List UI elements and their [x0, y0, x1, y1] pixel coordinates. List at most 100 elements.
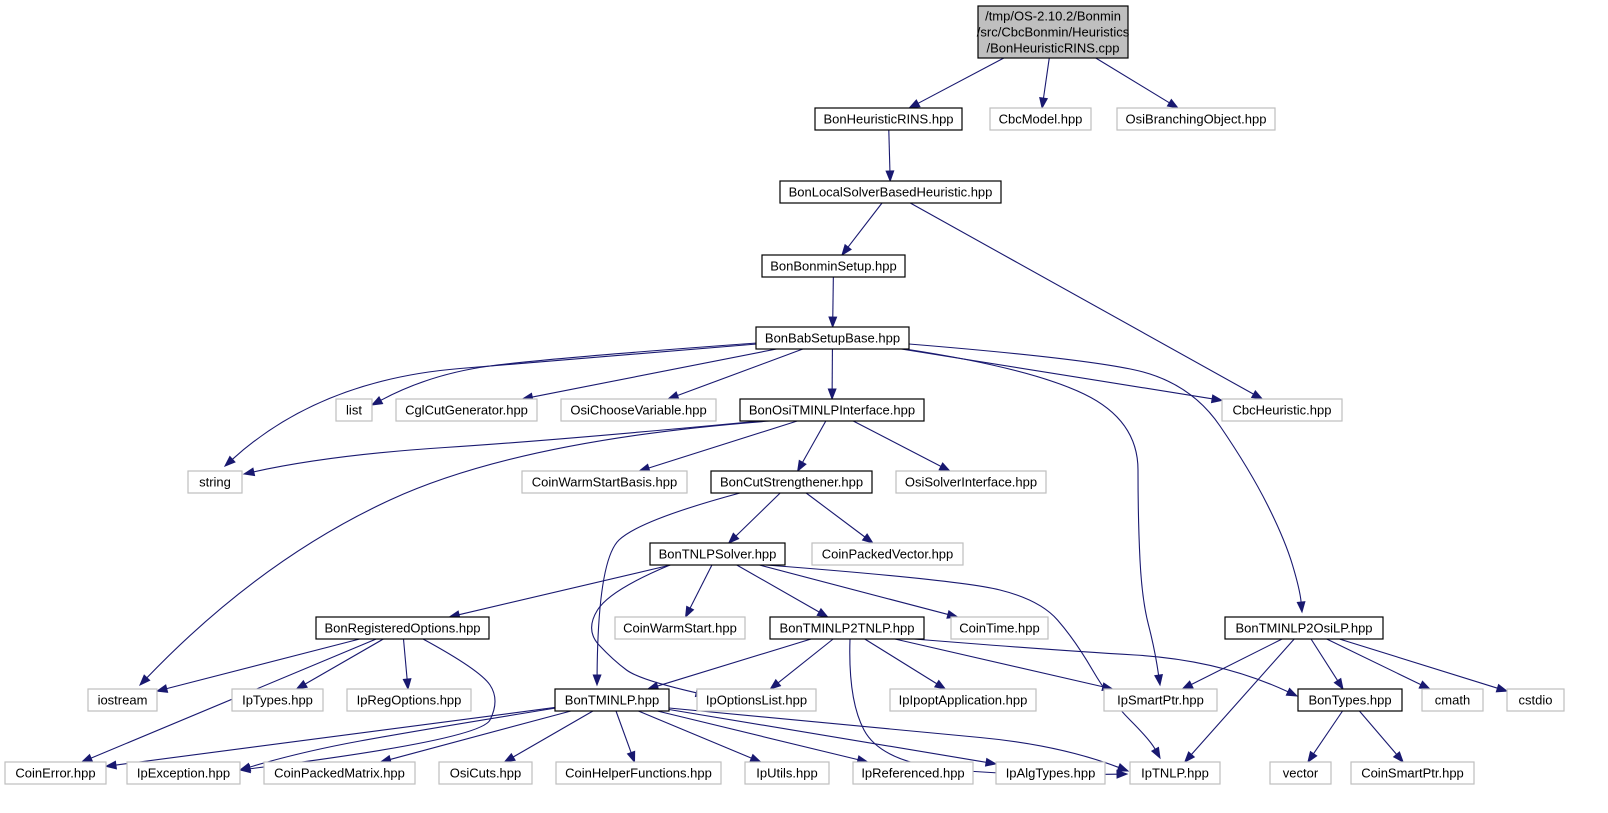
node-box: [555, 761, 722, 785]
file-node-coinsmartptr-hpp[interactable]: CoinSmartPtr.hpp: [1350, 761, 1475, 785]
node-label: CoinTime.hpp: [959, 621, 1039, 636]
edge-root-to-cbcModel: [1039, 57, 1050, 110]
node-box: [1224, 616, 1384, 640]
file-node-cbcmodel-hpp[interactable]: CbcModel.hpp: [989, 107, 1092, 131]
dependency-edges: [80, 57, 1509, 779]
edge-babSetup-to-cbcHeur: [901, 348, 1224, 404]
file-node-coinpackedvector-hpp[interactable]: CoinPackedVector.hpp: [811, 542, 964, 566]
edge-tminlp2osi-to-cstdio: [1339, 638, 1509, 693]
file-node-bontminlp2osilp-hpp[interactable]: BonTMINLP2OsiLP.hpp: [1224, 616, 1384, 640]
edge-tminlp2osi-to-ipTnlp: [1183, 638, 1295, 764]
node-box: [395, 398, 538, 422]
file-node-coinpackedmatrix-hpp[interactable]: CoinPackedMatrix.hpp: [263, 761, 416, 785]
file-node-bonbabsetupbase-hpp[interactable]: BonBabSetupBase.hpp: [755, 326, 910, 350]
node-box: [1221, 398, 1343, 422]
node-label: IpTNLP.hpp: [1141, 766, 1209, 781]
file-node-list[interactable]: list: [335, 398, 373, 422]
file-node-ipsmartptr-hpp[interactable]: IpSmartPtr.hpp: [1103, 688, 1218, 712]
node-label: CoinHelperFunctions.hpp: [565, 766, 712, 781]
file-node-coinwarmstartbasis-hpp[interactable]: CoinWarmStartBasis.hpp: [521, 470, 688, 494]
edge-rinsHpp-to-localSolver: [885, 129, 895, 183]
file-node-iostream[interactable]: iostream: [87, 688, 158, 712]
file-node-osisolverinterface-hpp[interactable]: OsiSolverInterface.hpp: [895, 470, 1047, 494]
edge-bonTypes-to-coinSmart: [1359, 710, 1404, 764]
edge-tminlp2tnlp-to-bonTypes: [913, 638, 1299, 697]
node-label: CbcHeuristic.hpp: [1233, 403, 1332, 418]
file-node-ipregoptions-hpp[interactable]: IpRegOptions.hpp: [346, 688, 472, 712]
file-node-ipexception-hpp[interactable]: IpException.hpp: [126, 761, 241, 785]
node-box: [852, 761, 974, 785]
node-label: vector: [1283, 766, 1319, 781]
node-label: IpIpoptApplication.hpp: [899, 693, 1028, 708]
file-node-coinhelperfunctions-hpp[interactable]: CoinHelperFunctions.hpp: [555, 761, 722, 785]
file-node-bonbonminsetup-hpp[interactable]: BonBonminSetup.hpp: [761, 254, 906, 278]
file-node-cglcutgenerator-hpp[interactable]: CglCutGenerator.hpp: [395, 398, 538, 422]
edge-babSetup-to-osiChoose: [666, 348, 804, 400]
node-box: [1103, 688, 1218, 712]
file-node-bonositminlpinterface-hpp[interactable]: BonOsiTMINLPInterface.hpp: [739, 398, 925, 422]
node-label: /tmp/OS-2.10.2/Bonmin: [985, 9, 1121, 24]
file-node-cbcheuristic-hpp[interactable]: CbcHeuristic.hpp: [1221, 398, 1343, 422]
node-box: [554, 688, 670, 712]
edge-root-to-rinsHpp: [908, 57, 1005, 109]
node-box: [696, 688, 817, 712]
node-box: [710, 470, 873, 494]
file-node-cointime-hpp[interactable]: CoinTime.hpp: [950, 616, 1049, 640]
edge-tminlp2osi-to-cmath: [1326, 638, 1432, 690]
node-box: [346, 688, 472, 712]
edge-regOpt-to-ipRegOpt: [402, 638, 412, 691]
file-nodes: /tmp/OS-2.10.2/Bonmin/src/CbcBonmin/Heur…: [4, 5, 1565, 785]
file-node-string[interactable]: string: [187, 470, 243, 494]
edge-tminlp2tnlp-to-ipSmart: [894, 638, 1114, 692]
file-node-osichoosevariable-hpp[interactable]: OsiChooseVariable.hpp: [560, 398, 717, 422]
node-box: [744, 761, 830, 785]
edge-cutStr-to-coinPackedVec: [805, 492, 874, 544]
file-node-iputils-hpp[interactable]: IpUtils.hpp: [744, 761, 830, 785]
node-box: [995, 761, 1106, 785]
file-node-osibranchingobject-hpp[interactable]: OsiBranchingObject.hpp: [1116, 107, 1276, 131]
file-node-ipreferenced-hpp[interactable]: IpReferenced.hpp: [852, 761, 974, 785]
edge-tminlp-to-ipAlgTypes: [668, 708, 998, 767]
node-box: [87, 688, 158, 712]
edge-regOpt-to-iostream: [155, 638, 360, 693]
file-node-bonlocalsolverbasedheuristic-hpp[interactable]: BonLocalSolverBasedHeuristic.hpp: [779, 180, 1002, 204]
edge-tnlpSolver-to-ipTnlp: [765, 564, 1161, 760]
node-box: [1269, 761, 1332, 785]
edge-tnlpSolver-to-coinWarm: [684, 564, 713, 619]
node-box: [1116, 107, 1276, 131]
node-label: /src/CbcBonmin/Heuristics: [977, 25, 1130, 40]
file-node-ipipoptapplication-hpp[interactable]: IpIpoptApplication.hpp: [889, 688, 1037, 712]
file-node-bontnlpsolver-hpp[interactable]: BonTNLPSolver.hpp: [649, 542, 786, 566]
file-node-coinwarmstart-hpp[interactable]: CoinWarmStart.hpp: [614, 616, 746, 640]
node-label: CoinSmartPtr.hpp: [1361, 766, 1464, 781]
file-node-ipoptionslist-hpp[interactable]: IpOptionsList.hpp: [696, 688, 817, 712]
node-box: [263, 761, 416, 785]
edge-babSetup-to-ipSmart: [904, 348, 1163, 687]
file-node-bontminlp2tnlp-hpp[interactable]: BonTMINLP2TNLP.hpp: [769, 616, 925, 640]
file-node-cstdio[interactable]: cstdio: [1506, 688, 1565, 712]
file-node-cmath[interactable]: cmath: [1421, 688, 1484, 712]
edge-tminlp-to-coinPackedMat: [379, 710, 572, 764]
edge-tminlp2tnlp-to-ipoptApp: [864, 638, 947, 690]
node-label: CoinWarmStart.hpp: [623, 621, 737, 636]
edge-tminlp-to-ipTnlp: [668, 707, 1130, 772]
file-node-vector[interactable]: vector: [1269, 761, 1332, 785]
file-node-bonheuristicrins-cpp[interactable]: /tmp/OS-2.10.2/Bonmin/src/CbcBonmin/Heur…: [977, 5, 1130, 59]
file-node-bontypes-hpp[interactable]: BonTypes.hpp: [1297, 688, 1403, 712]
file-node-bonregisteredoptions-hpp[interactable]: BonRegisteredOptions.hpp: [315, 616, 490, 640]
file-node-iptnlp-hpp[interactable]: IpTNLP.hpp: [1129, 761, 1221, 785]
file-node-ipalgtypes-hpp[interactable]: IpAlgTypes.hpp: [995, 761, 1106, 785]
node-box: [4, 761, 107, 785]
file-node-osicuts-hpp[interactable]: OsiCuts.hpp: [438, 761, 533, 785]
node-box: [989, 107, 1092, 131]
file-node-boncutstrengthener-hpp[interactable]: BonCutStrengthener.hpp: [710, 470, 873, 494]
node-label: BonTMINLP2TNLP.hpp: [780, 621, 915, 636]
file-node-bontminlp-hpp[interactable]: BonTMINLP.hpp: [554, 688, 670, 712]
node-box: [779, 180, 1002, 204]
node-box: [769, 616, 925, 640]
edge-tminlp2osi-to-bonTypes: [1310, 638, 1344, 691]
file-node-bonheuristicrins-hpp[interactable]: BonHeuristicRINS.hpp: [814, 107, 963, 131]
file-node-coinerror-hpp[interactable]: CoinError.hpp: [4, 761, 107, 785]
file-node-iptypes-hpp[interactable]: IpTypes.hpp: [231, 688, 324, 712]
